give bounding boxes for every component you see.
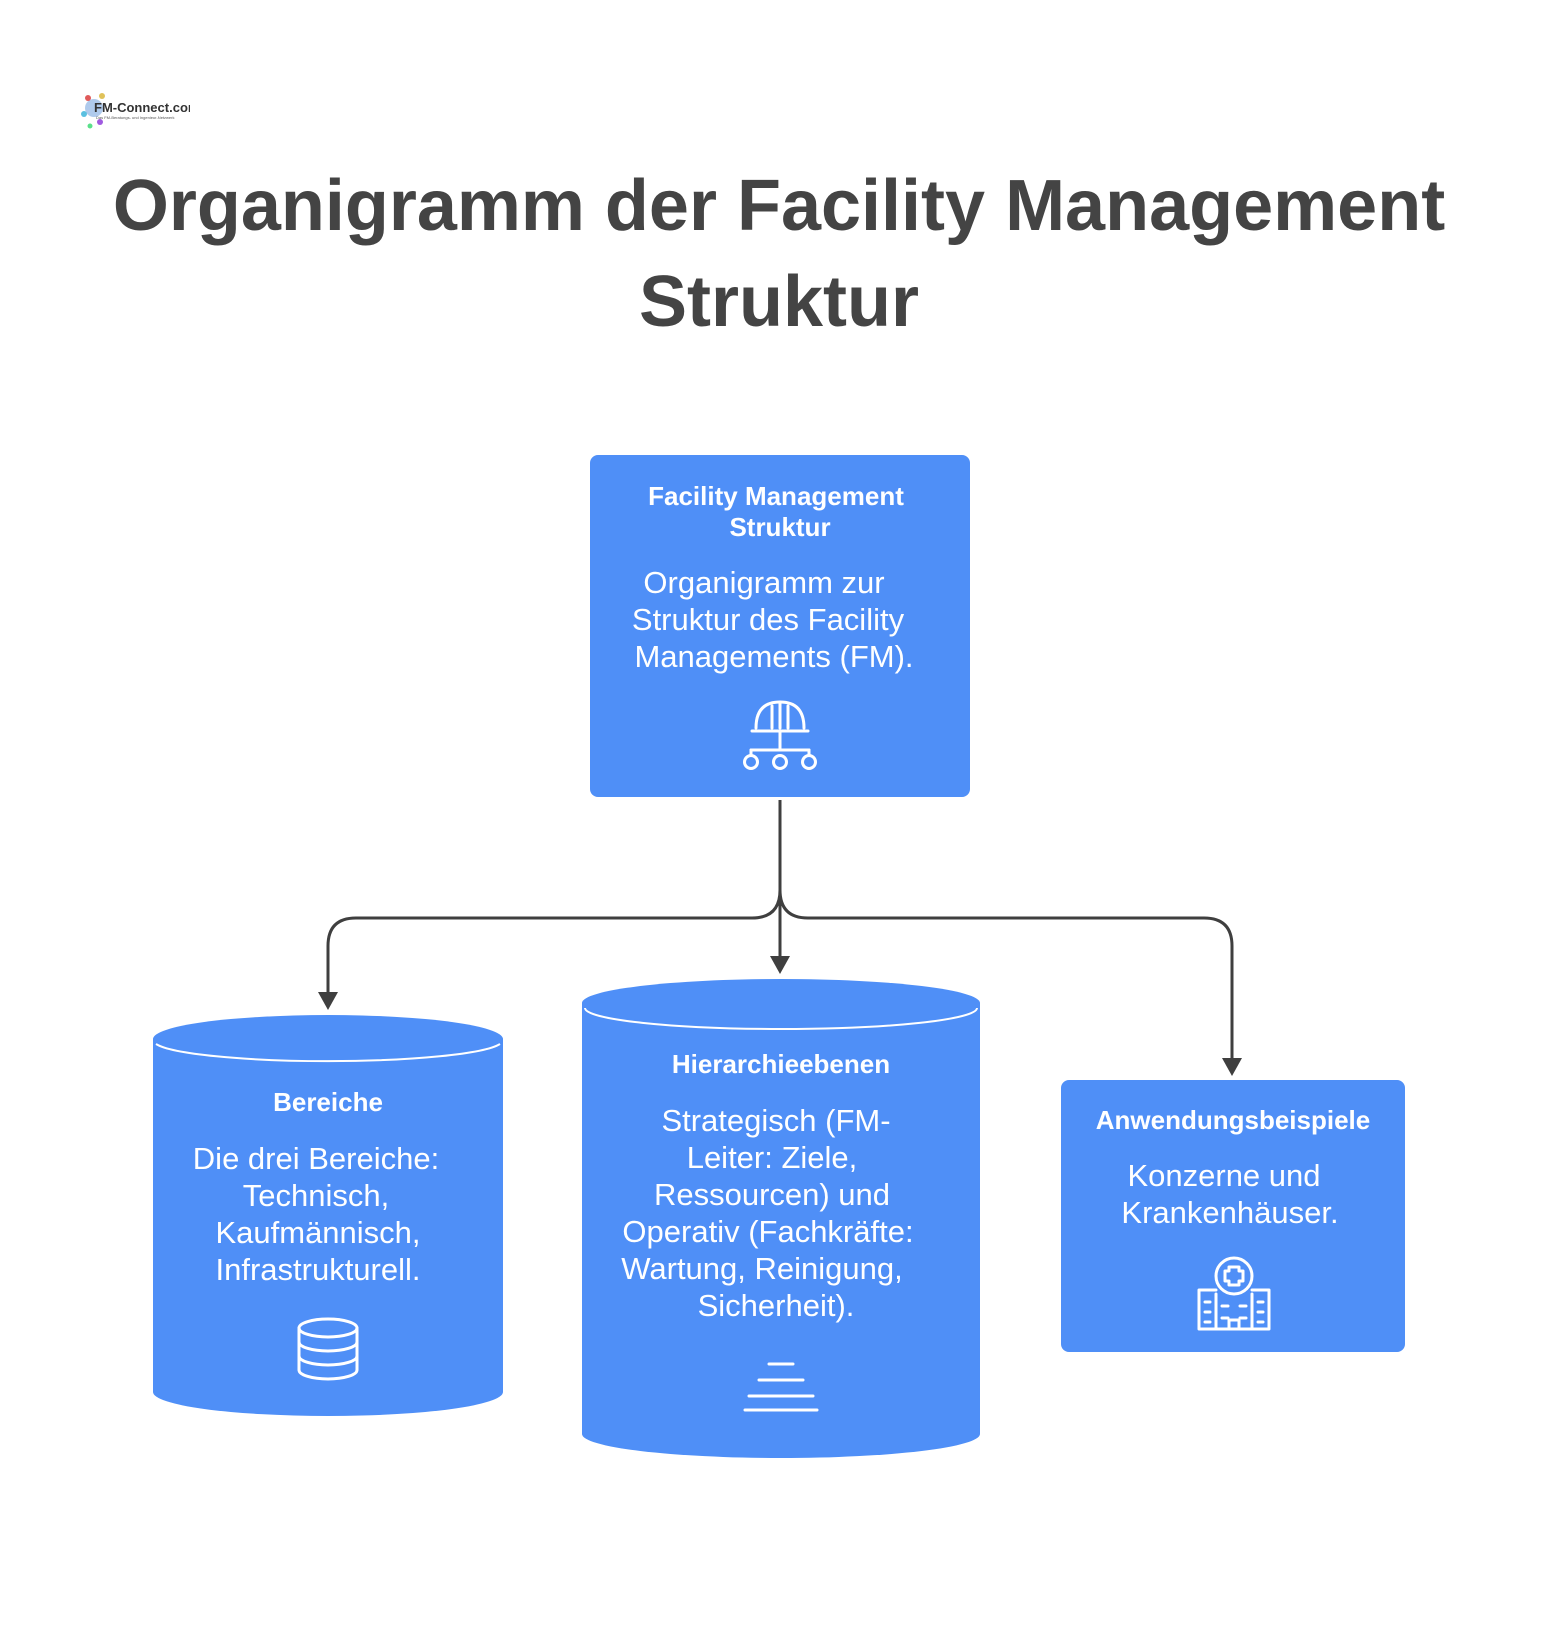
node-anwendung-text-1: Konzerne und: [1127, 1158, 1320, 1193]
node-hierarchie-text-1: Strategisch (FM-: [661, 1103, 890, 1138]
node-hierarchie-text-6: Sicherheit).: [698, 1288, 855, 1323]
node-hierarchie-body: [582, 1003, 980, 1458]
page-title-line-1: Organigramm der Facility Management: [112, 166, 1446, 246]
node-hierarchie-text-4: Operativ (Fachkräfte:: [622, 1214, 913, 1249]
node-bereiche-title: Bereiche: [273, 1087, 383, 1117]
node-root-box: [590, 455, 970, 797]
node-bereiche-body: [153, 1039, 503, 1416]
logo-tagline: Das FM-Beratungs- und Ingenieur-Netzwerk: [96, 115, 174, 120]
arrowhead-hierarchie: [770, 956, 790, 974]
node-anwendung: Anwendungsbeispiele Konzerne und Kranken…: [1061, 1080, 1405, 1352]
node-root: Facility Management Struktur Organigramm…: [590, 455, 970, 797]
node-bereiche-top: [153, 1015, 503, 1063]
node-anwendung-text-2: Krankenhäuser.: [1121, 1195, 1338, 1230]
levels-icon: [743, 1362, 819, 1412]
node-bereiche-text-1: Die drei Bereiche:: [193, 1141, 439, 1176]
arrowhead-anwendung: [1222, 1058, 1242, 1076]
logo-star-icon: [81, 93, 105, 129]
node-root-text-3: Managements (FM).: [634, 639, 913, 674]
page-title: Organigramm der Facility Management Stru…: [0, 158, 1558, 350]
node-root-title-2: Struktur: [729, 512, 830, 542]
node-bereiche-text-2: Technisch,: [243, 1178, 389, 1213]
node-hierarchie-top: [582, 979, 980, 1027]
fm-connect-logo: FM-Connect.com Das FM-Beratungs- und Ing…: [81, 93, 190, 129]
node-root-title-1: Facility Management: [648, 481, 904, 511]
connector-to-anwendung: [778, 889, 1234, 1058]
node-anwendung-title: Anwendungsbeispiele: [1096, 1105, 1371, 1135]
page-title-line-2: Struktur: [638, 262, 920, 342]
node-anwendung-box: [1061, 1080, 1405, 1352]
hard-hat-hierarchy-icon: [743, 700, 817, 770]
connector-to-bereiche: [326, 889, 782, 992]
node-bereiche-text-3: Kaufmännisch,: [215, 1215, 420, 1250]
node-bereiche: Bereiche Die drei Bereiche: Technisch, K…: [153, 1015, 503, 1416]
database-icon: [297, 1317, 359, 1381]
node-bereiche-text-4: Infrastrukturell.: [215, 1252, 420, 1287]
node-root-text-2: Struktur des Facility: [632, 602, 905, 637]
node-hierarchie: Hierarchieebenen Strategisch (FM- Leiter…: [582, 979, 980, 1458]
connectors: [318, 800, 1242, 1076]
node-hierarchie-text-2: Leiter: Ziele,: [687, 1140, 858, 1175]
hospital-icon: [1197, 1256, 1271, 1331]
arrowhead-bereiche: [318, 992, 338, 1010]
logo-text: FM-Connect.com: [94, 100, 190, 115]
node-hierarchie-title: Hierarchieebenen: [672, 1049, 890, 1079]
node-hierarchie-text-5: Wartung, Reinigung,: [621, 1251, 902, 1286]
node-bereiche-rim: [155, 1043, 501, 1063]
node-hierarchie-rim: [584, 1007, 978, 1030]
node-root-text-1: Organigramm zur: [643, 565, 884, 600]
node-hierarchie-text-3: Ressourcen) und: [654, 1177, 890, 1212]
